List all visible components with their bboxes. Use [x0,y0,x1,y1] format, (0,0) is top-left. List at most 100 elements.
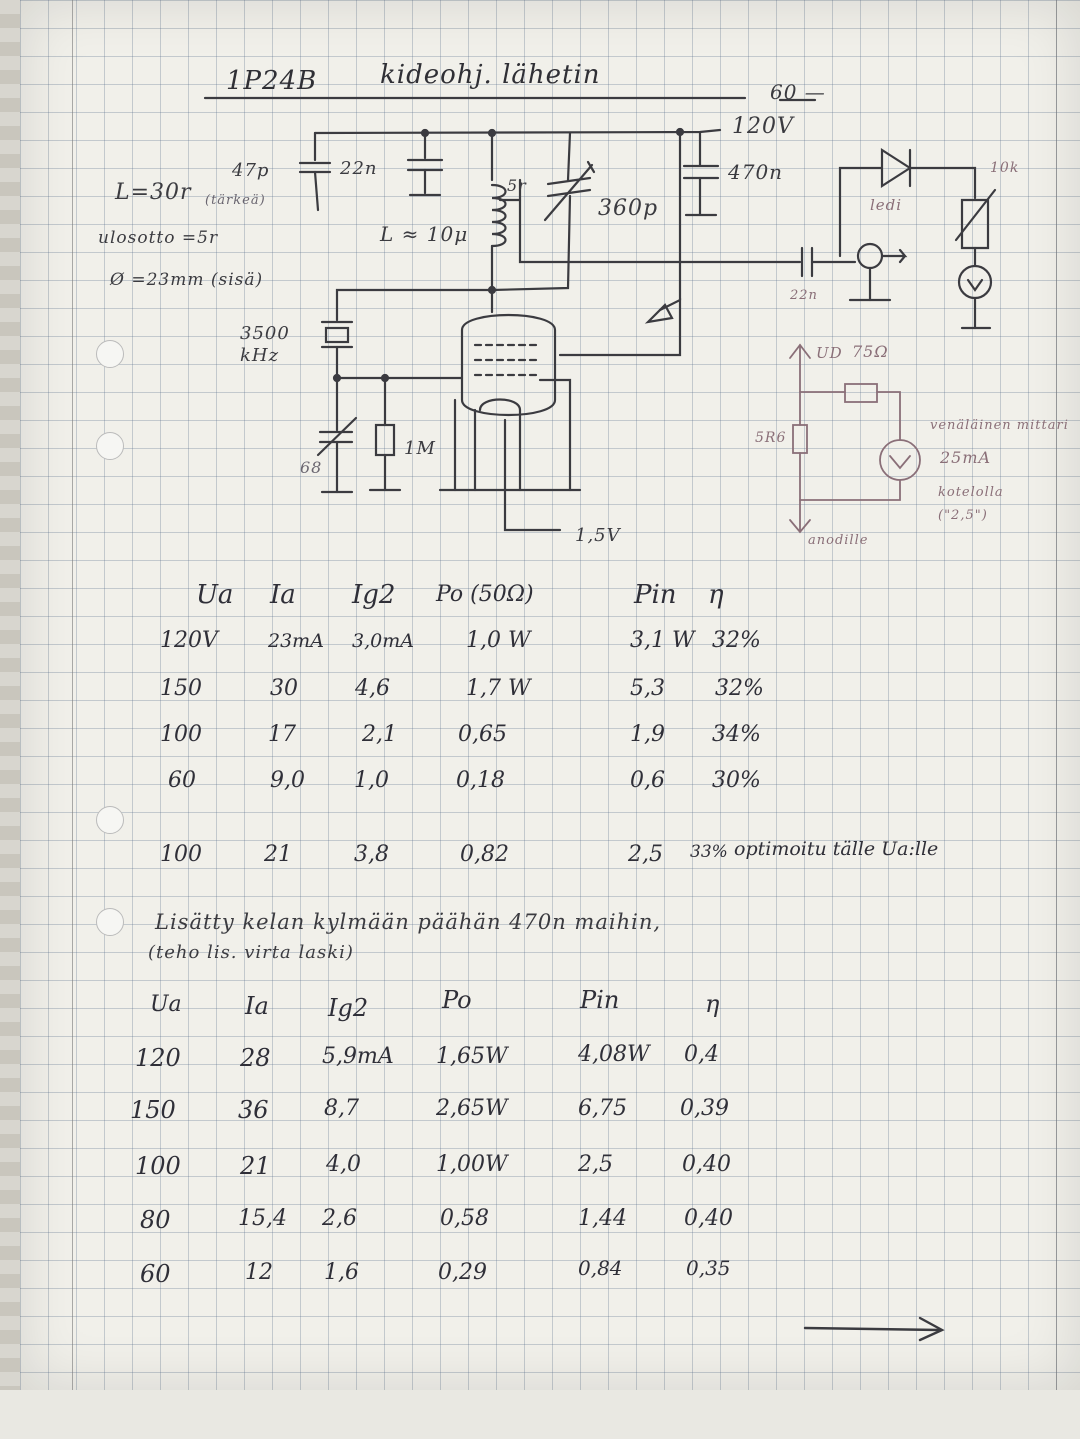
table2-cell: 4,08W [578,1042,650,1067]
table1-cell: 3,1 W [630,628,695,653]
label-resistor-75: 75Ω [852,342,889,361]
table2-cell: 12 [245,1260,273,1285]
label-cap-22n-top: 22n [340,158,378,179]
table2-header: Po [442,986,472,1014]
table1-extra-cell: 100 [160,842,202,867]
table1-header: Pin [634,580,677,610]
table2-cell: 0,40 [684,1206,733,1231]
note-line-1: Lisätty kelan kylmään päähän 470n maihin… [155,910,662,934]
label-resistor-5r6: 5R6 [755,430,787,446]
table2-header: Ia [245,992,269,1020]
label-tap-note: (tärkeä) [205,193,266,208]
table2-cell: 2,65W [436,1096,508,1121]
table2-cell: 0,29 [438,1260,487,1285]
table2-cell: 21 [240,1152,271,1180]
table2-header: Ig2 [328,994,369,1022]
label-inductance: L ≈ 10μ [380,222,469,246]
table1-extra-cell: 0,82 [460,842,509,867]
table2-cell: 80 [140,1206,171,1234]
binder-hole [96,908,124,936]
table2-cell: 1,6 [324,1260,359,1285]
table2-header: Ua [150,992,182,1017]
table1-header: Ig2 [352,580,396,610]
label-coil-diameter: Ø =23mm (sisä) [110,270,264,290]
table1-extra-cell: 33% [690,842,728,862]
table1-cell: 23mA [268,630,324,652]
table1-cell: 0,6 [630,768,665,793]
table2-cell: 1,00W [436,1152,508,1177]
table1-cell: 9,0 [270,768,305,793]
table1-header: Ia [270,580,296,610]
table1-extra-cell: 3,8 [354,842,389,867]
table1-cell: 17 [268,722,296,747]
table1-cell: 1,7 W [466,676,531,701]
table2-cell: 28 [240,1044,271,1072]
table2-cell: 15,4 [238,1206,287,1231]
table2-cell: 0,40 [682,1152,731,1177]
table1-header: Po (50Ω) [436,582,534,607]
label-coil-turns: L=30r [115,180,192,205]
table2-cell: 150 [130,1096,176,1124]
table1-cell: 32% [712,628,761,653]
label-meter-note-4: ("2,5") [938,508,988,523]
table2-cell: 6,75 [578,1096,627,1121]
table1-cell: 120V [160,628,218,653]
table1-extra-cell: 21 [264,842,292,867]
title-tube: 1P24B [226,66,318,96]
table2-cell: 2,6 [322,1206,357,1231]
label-supply-top: 60 — [770,80,826,104]
label-cap-360p: 360p [598,196,659,221]
left-margin-line [72,0,73,1390]
label-meter-note-3: kotelolla [938,485,1004,500]
table2-cell: 100 [135,1152,181,1180]
background-page-edge [0,0,22,1439]
right-margin-line [1056,0,1057,1390]
title-subtitle: kideohj. lähetin [380,60,601,90]
binder-hole [96,340,124,368]
label-anode: anodille [808,533,869,548]
table2-cell: 0,39 [680,1096,729,1121]
table1-cell: 3,0mA [352,630,414,652]
label-coil-tap: ulosotto =5r [98,228,219,248]
table2-cell: 120 [135,1044,181,1072]
table2-cell: 0,84 [578,1256,623,1280]
table1-cell: 4,6 [355,676,390,701]
table2-cell: 5,9mA [322,1044,394,1069]
label-led: ledi [870,196,903,214]
label-cap-470n: 470n [728,160,784,184]
label-filament: 1,5V [575,525,621,546]
graph-paper-sheet [20,0,1080,1390]
table1-cell: 0,18 [456,768,505,793]
table2-cell: 60 [140,1260,171,1288]
note-line-2: (teho lis. virta laski) [148,942,354,963]
binder-hole [96,432,124,460]
table1-extra-note: optimoitu tälle Ua:lle [734,838,939,860]
binder-hole [96,806,124,834]
label-trimmer-68: 68 [300,458,323,477]
table1-cell: 60 [168,768,196,793]
table1-cell: 2,1 [362,722,397,747]
label-meter-note-2: 25mA [940,448,992,467]
table2-cell: 0,58 [440,1206,489,1231]
table2-cell: 1,44 [578,1206,627,1231]
table2-header: η [705,990,720,1018]
label-pot-10k: 10k [990,160,1020,176]
table1-cell: 34% [712,722,761,747]
label-ud: UD [816,344,843,362]
table1-cell: 32% [715,676,764,701]
table2-cell: 0,4 [684,1042,719,1067]
table1-cell: 30% [712,768,761,793]
table1-extra-cell: 2,5 [628,842,663,867]
label-coil-5r: 5r [507,176,527,195]
label-resistor-1m: 1M [404,438,436,459]
table1-cell: 30 [270,676,298,701]
table1-cell: 5,3 [630,676,665,701]
table2-cell: 36 [238,1096,269,1124]
table1-cell: 150 [160,676,202,701]
table2-cell: 0,35 [686,1256,731,1280]
